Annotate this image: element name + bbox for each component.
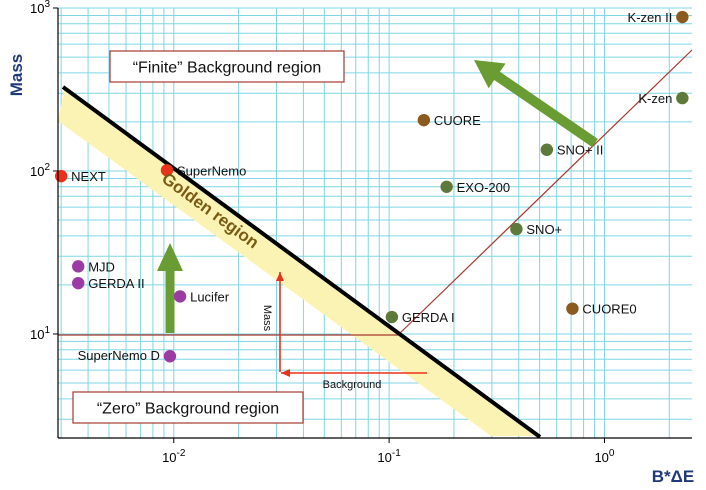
red-arrow-mass-head	[276, 272, 284, 281]
data-point	[72, 260, 85, 273]
point-label: MJD	[88, 259, 115, 274]
y-axis-title: Mass	[7, 54, 26, 97]
x-tick-label: 10-1	[377, 448, 401, 465]
y-tick-label: 101	[30, 325, 50, 342]
data-point	[160, 164, 174, 177]
point-label: SNO+ II	[557, 143, 604, 158]
background-arrow-label: Background	[323, 379, 382, 391]
point-label: Lucifer	[190, 289, 230, 304]
point-label: K-zen II	[628, 10, 673, 25]
green-arrow-finite	[474, 60, 598, 148]
data-point	[173, 290, 187, 303]
data-point	[72, 276, 85, 290]
red-arrow-background-head	[281, 369, 290, 377]
data-point	[440, 180, 453, 193]
axes: 10-2 10-1 100 101 102 103	[30, 0, 692, 465]
point-label: SuperNemo D	[78, 348, 160, 363]
y-tick-label: 103	[30, 0, 50, 16]
guide-lines	[58, 49, 693, 439]
finite-region-label-box	[109, 50, 345, 83]
point-label: NEXT	[71, 169, 106, 184]
x-tick-label: 100	[594, 448, 614, 465]
y-tick-label: 102	[30, 162, 50, 179]
point-label: GERDA II	[88, 276, 144, 291]
finite-background-boundary-line	[397, 49, 693, 336]
green-arrow-zero	[157, 243, 183, 333]
point-label: K-zen	[638, 91, 672, 106]
data-point	[54, 169, 68, 183]
zero-region-label-box	[72, 391, 304, 424]
data-point	[676, 91, 689, 105]
data-point	[510, 222, 523, 236]
x-tick-label: 10-2	[162, 448, 186, 465]
data-point	[676, 10, 689, 24]
point-label: SNO+	[526, 222, 562, 237]
data-point	[566, 302, 579, 315]
zero-region-label: “Zero” Background region	[97, 401, 279, 418]
point-label: EXO-200	[457, 180, 510, 195]
data-point	[163, 350, 177, 363]
point-label: CUORE	[434, 113, 481, 128]
point-label: CUORE0	[582, 302, 636, 317]
golden-boundary-line	[61, 85, 542, 439]
arrows	[157, 60, 598, 377]
x-axis-title: B*ΔE	[652, 467, 694, 486]
data-point	[385, 310, 399, 324]
mass-arrow-label: Mass	[261, 305, 273, 332]
point-label: SuperNemo	[177, 163, 246, 178]
data-point	[417, 113, 431, 127]
finite-region-label: “Finite” Background region	[133, 60, 322, 77]
point-label: GERDA I	[402, 310, 455, 325]
data-point	[540, 143, 554, 156]
